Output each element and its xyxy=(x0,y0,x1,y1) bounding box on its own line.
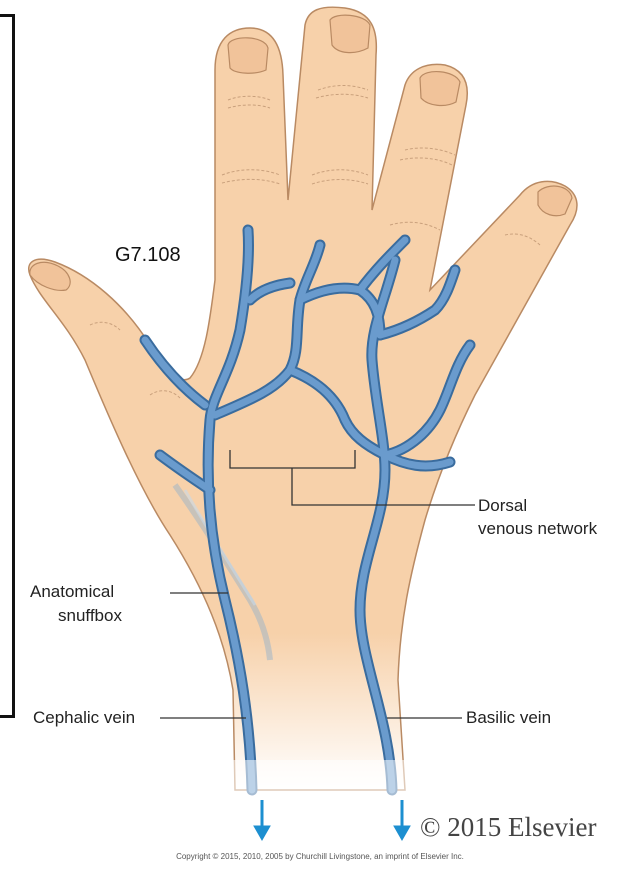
snuffbox-label-line2: snuffbox xyxy=(58,606,122,626)
down-arrow-icon xyxy=(254,800,270,840)
dorsal-label-line1: Dorsal xyxy=(478,496,527,516)
dorsal-label-line2: venous network xyxy=(478,519,597,539)
basilic-vein-label: Basilic vein xyxy=(466,708,551,728)
down-arrow-icon xyxy=(394,800,410,840)
hand-shape xyxy=(29,7,577,790)
snuffbox-label-line1: Anatomical xyxy=(30,582,114,602)
copyright-large: © 2015 Elsevier xyxy=(420,812,596,843)
figure-id: G7.108 xyxy=(115,244,181,267)
copyright-small: Copyright © 2015, 2010, 2005 by Churchil… xyxy=(0,852,640,861)
cephalic-vein-label: Cephalic vein xyxy=(33,708,135,728)
